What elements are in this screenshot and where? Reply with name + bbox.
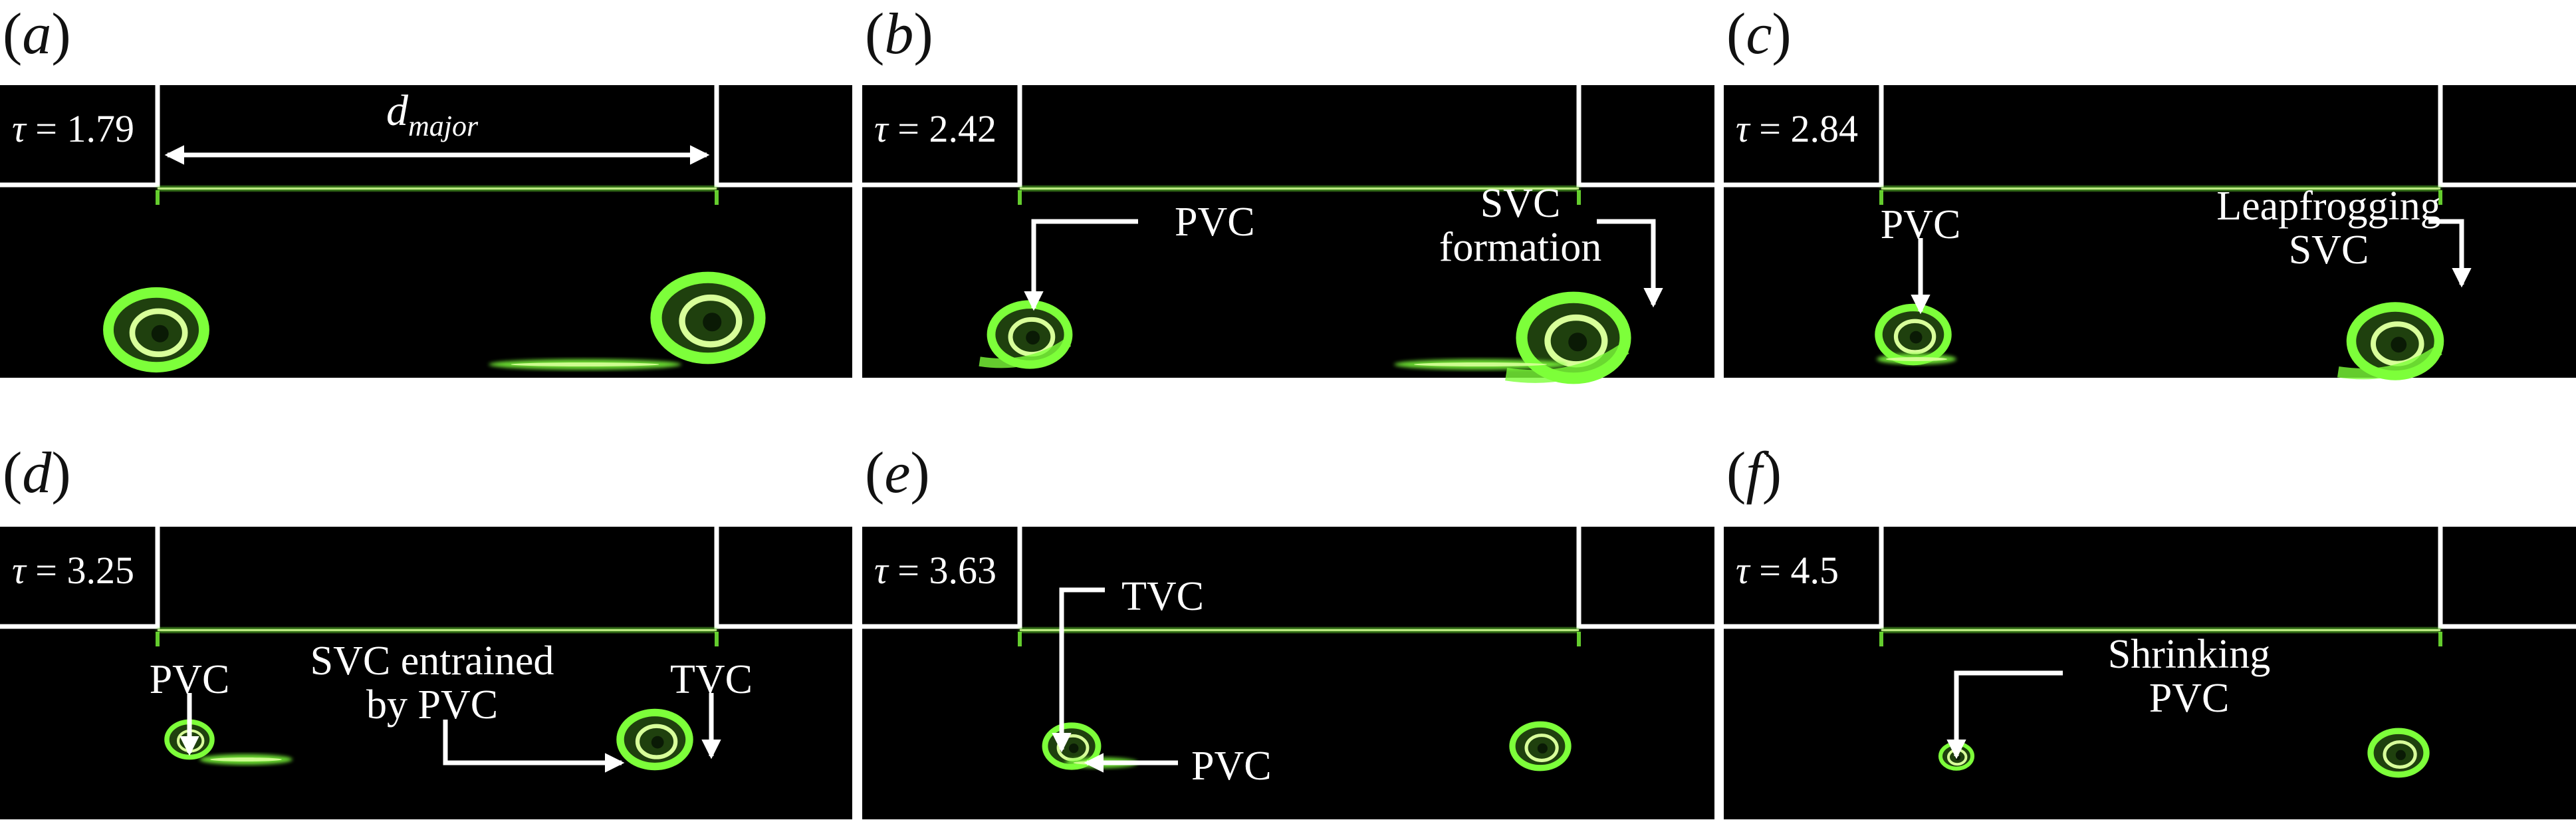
pvc-arrow [1024, 219, 1138, 311]
panel-label: (f) [1726, 441, 1782, 505]
pvc-annotation: PVC [1881, 202, 1961, 247]
dye-tail-core [1414, 362, 1547, 366]
vortex [103, 287, 209, 373]
left-wall-outline [0, 85, 160, 188]
vortex [1509, 721, 1572, 771]
vortex [2367, 728, 2430, 778]
panel-letter: d [22, 441, 52, 505]
tau-value: 2.42 [929, 107, 996, 150]
image-background [1724, 527, 2576, 819]
tau-label: τ = 1.79 [12, 107, 134, 150]
right-wall-outline [2438, 85, 2576, 188]
right-wall-outline [1576, 527, 1714, 629]
tvc-arrow [1052, 587, 1105, 753]
pvc-annotation: PVC [150, 657, 230, 702]
tau-label: τ = 3.25 [12, 549, 134, 592]
tvc-annotation: TVC [670, 657, 753, 702]
vortex [650, 271, 766, 364]
tau-value: 4.5 [1790, 549, 1839, 592]
tau-value: 3.63 [929, 549, 996, 592]
pvc-arrow [1946, 670, 2063, 759]
panel-label: (b) [865, 2, 933, 67]
tau-label: τ = 2.84 [1736, 107, 1858, 150]
panel-letter: b [884, 2, 913, 67]
left-wall-outline [0, 527, 160, 629]
right-wall-outline [714, 85, 852, 188]
tau-value: 1.79 [66, 107, 134, 150]
tau-label: τ = 4.5 [1736, 549, 1839, 592]
tau-label: τ = 3.63 [874, 549, 996, 592]
flow-image: τ = 1.79 dmajor [0, 85, 852, 378]
panel-a: (a) τ = 1.79 dmajor [0, 2, 852, 378]
svc-arrow [443, 720, 625, 773]
image-background [0, 527, 852, 819]
left-wall-outline [862, 85, 1022, 188]
panel-letter: a [22, 2, 51, 67]
left-wall-outline [1724, 527, 1884, 629]
left-wall-outline [1724, 85, 1884, 188]
right-wall-outline [714, 527, 852, 629]
panel-label: (c) [1726, 2, 1792, 67]
pvc-annotation: PVC [1191, 744, 1272, 789]
tvc-annotation: TVC [1121, 574, 1204, 619]
vortex [616, 708, 693, 771]
panel-label: (a) [3, 2, 71, 67]
panel-letter: c [1746, 2, 1772, 67]
tau-value: 3.25 [66, 549, 134, 592]
dye-tail-core [210, 757, 282, 761]
dye-tail-core [511, 362, 659, 366]
panel-label: (e) [865, 441, 930, 505]
svc-arrow [2428, 219, 2472, 288]
right-wall-outline [1576, 85, 1714, 188]
svc-arrow [1597, 219, 1663, 308]
left-wall-outline [862, 527, 1022, 629]
tau-label: τ = 2.42 [874, 107, 996, 150]
vortex [2337, 302, 2444, 380]
panel-letter: e [884, 441, 910, 505]
dye-tail-core [1885, 357, 1948, 361]
vortex [1505, 291, 1631, 384]
right-wall-outline [2438, 527, 2576, 629]
panel-label: (d) [3, 441, 71, 505]
image-background [862, 527, 1714, 819]
pvc-annotation: PVC [1175, 200, 1255, 245]
tau-value: 2.84 [1790, 107, 1858, 150]
d-major-label: dmajor [386, 86, 479, 142]
